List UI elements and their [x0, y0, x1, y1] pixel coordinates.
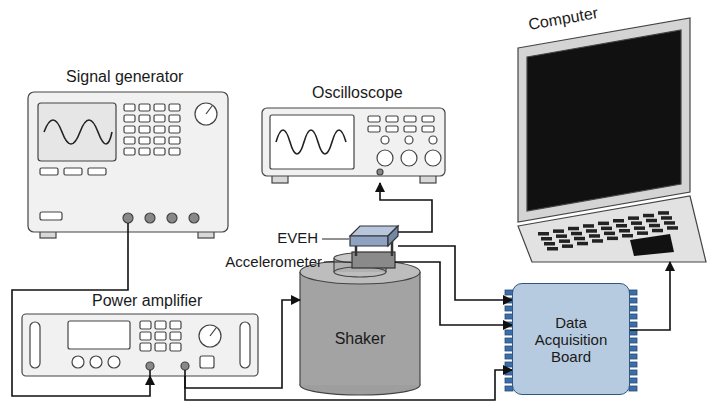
- node-label: Computer: [527, 4, 599, 33]
- signal-wire: [12, 242, 150, 396]
- shaker: Shaker: [300, 268, 420, 390]
- node-label: Power amplifier: [92, 292, 328, 309]
- node-label: EVEH: [168, 229, 318, 246]
- signal-wire: [185, 300, 300, 388]
- power-amplifier-drawing: [22, 314, 258, 376]
- leader-line: [322, 239, 349, 240]
- signal-generator: Signal generator: [28, 92, 228, 242]
- oscilloscope: Oscilloscope: [262, 108, 445, 183]
- shaker-drawing: [300, 253, 420, 395]
- power-amplifier: Power amplifier: [22, 314, 258, 376]
- harvester: EVEH: [350, 225, 398, 252]
- sensor-and-harvester-drawing: [350, 226, 398, 268]
- signal-wire: [630, 262, 670, 330]
- signal-wire: [380, 183, 432, 232]
- laptop-drawing: [518, 18, 706, 262]
- signal-generator-drawing: [28, 92, 228, 242]
- node-label: Shaker: [300, 330, 420, 347]
- signal-wire: [398, 246, 512, 300]
- leader-line: [324, 262, 351, 263]
- node-label: Signal generator: [66, 68, 266, 85]
- signal-wire: [185, 370, 512, 400]
- data-acquisition-board: Data Acquisition Board: [512, 283, 630, 395]
- node-label: Accelerometer: [172, 253, 322, 270]
- accelerometer: Accelerometer: [352, 252, 395, 272]
- node-label: Data Acquisition Board: [521, 314, 621, 365]
- computer: Computer: [500, 0, 706, 262]
- signal-wire: [395, 262, 512, 325]
- node-label: Oscilloscope: [312, 84, 495, 101]
- oscilloscope-drawing: [262, 108, 445, 183]
